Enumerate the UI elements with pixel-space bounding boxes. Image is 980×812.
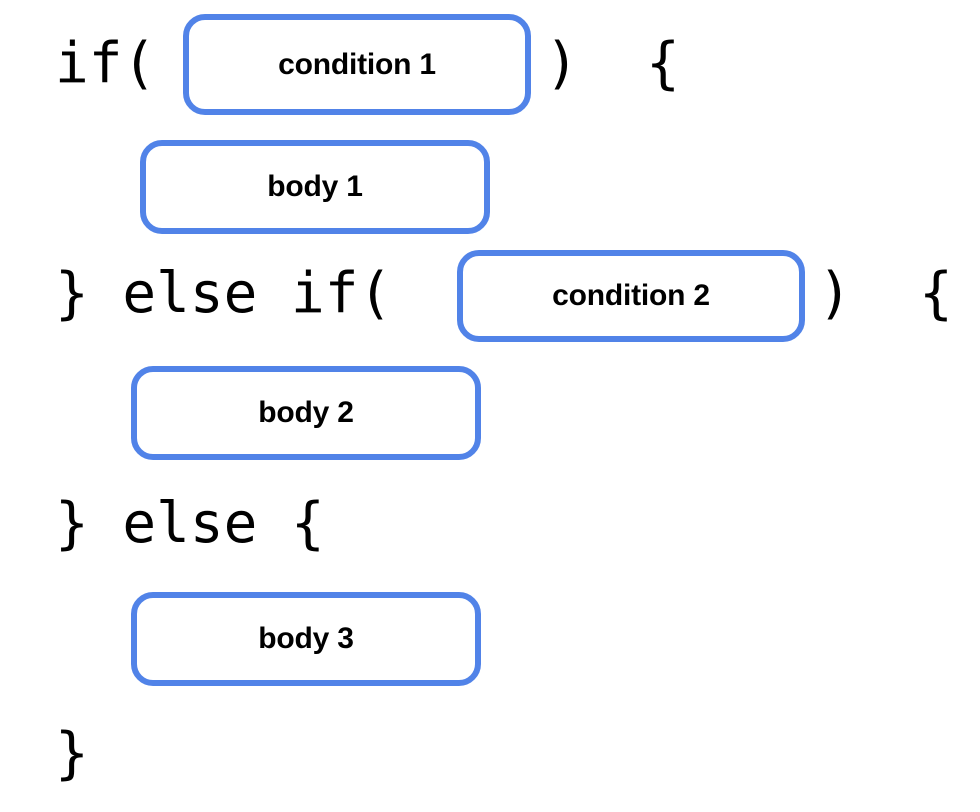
slot-body-1-label: body 1 bbox=[267, 170, 363, 203]
code-token-if-close: ) { bbox=[545, 31, 680, 96]
code-token-else-open: } else { bbox=[55, 491, 325, 556]
slot-body-2-label: body 2 bbox=[258, 396, 354, 429]
slot-condition-1-label: condition 1 bbox=[278, 47, 436, 81]
code-token-if-open: if( bbox=[55, 31, 157, 96]
code-token-block-end: } bbox=[55, 721, 89, 786]
slot-condition-2-label: condition 2 bbox=[552, 279, 710, 312]
slot-body-2[interactable]: body 2 bbox=[131, 366, 481, 460]
slot-condition-1[interactable]: condition 1 bbox=[183, 14, 531, 115]
code-token-else-if-open: } else if( bbox=[55, 261, 393, 326]
slot-body-3-label: body 3 bbox=[258, 622, 354, 655]
slot-body-1[interactable]: body 1 bbox=[140, 140, 490, 234]
slot-body-3[interactable]: body 3 bbox=[131, 592, 481, 686]
slot-condition-2[interactable]: condition 2 bbox=[457, 250, 805, 342]
code-token-else-if-close: ) { bbox=[818, 261, 953, 326]
